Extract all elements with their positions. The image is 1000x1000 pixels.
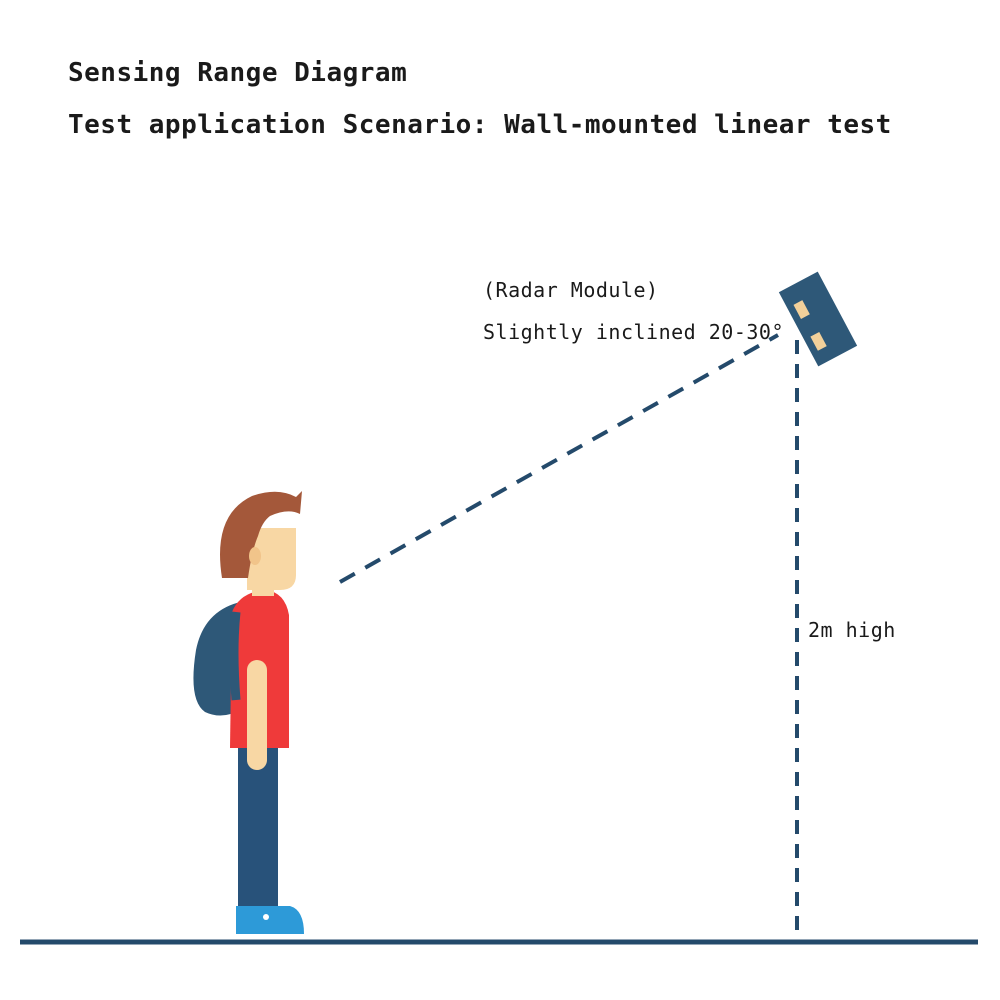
person-face (247, 528, 296, 590)
diagram-title: Sensing Range Diagram (68, 58, 408, 88)
radar-module-label: (Radar Module) (483, 278, 659, 302)
inclination-label: Slightly inclined 20-30° (483, 320, 784, 344)
person-hair (220, 491, 302, 578)
sensing-beam-line (339, 333, 779, 584)
shoe-icon (236, 906, 304, 934)
height-label: 2m high (808, 618, 896, 642)
person-legs (238, 745, 278, 913)
radar-module-icon (778, 271, 858, 367)
diagram-subtitle: Test application Scenario: Wall-mounted … (68, 110, 892, 140)
person-arm (247, 660, 267, 770)
person-figure (193, 491, 304, 934)
